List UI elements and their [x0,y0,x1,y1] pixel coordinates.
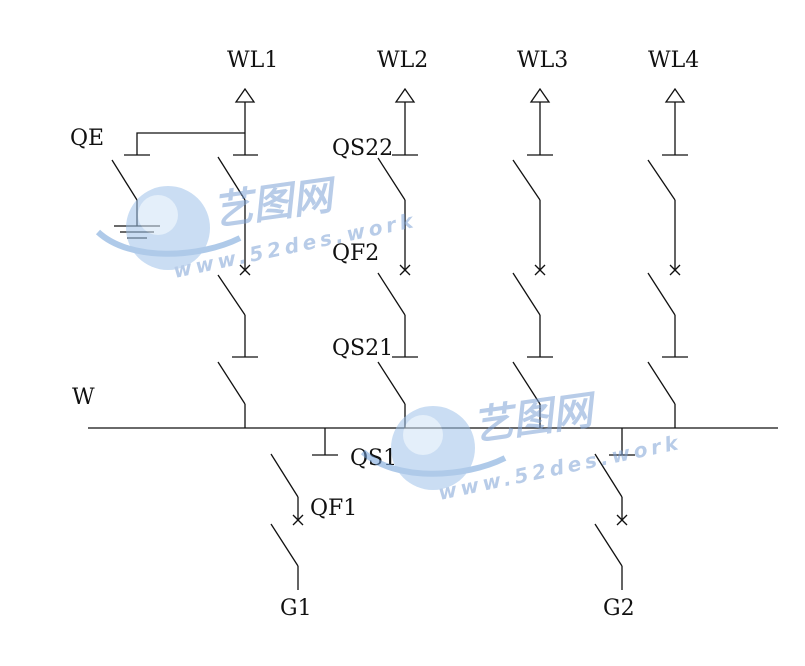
label-qf2: QF2 [332,241,379,266]
disconnector-blade-qs21 [377,361,406,405]
watermark-brand: 艺图网 [470,387,601,450]
breaker-x-g2-b [616,514,628,526]
breaker-blade-g2 [594,523,623,567]
bus-disconnector-qs1 [312,428,338,456]
watermark-2: 艺图网 www.52des.work [360,387,684,505]
generator-g1-branch [270,453,304,590]
breaker-blade-qf2 [377,272,406,316]
label-qs21: QS21 [332,336,393,361]
disconnector-blade-qs21-wl1 [217,361,246,405]
label-wl2: WL2 [377,48,428,73]
watermark-1: 艺图网 www.52des.work [95,172,419,283]
label-g1: G1 [280,596,312,621]
feeder-wl3 [512,87,553,428]
label-w: W [72,385,95,410]
label-g2: G2 [603,596,635,621]
breaker-x-qf1-b [292,514,304,526]
disconnector-blade-qs22 [377,157,406,201]
label-wl3: WL3 [517,48,568,73]
label-qf1: QF1 [310,496,357,521]
breaker-blade-qf1 [270,523,299,567]
outgoing-arrow-wl3 [529,87,551,103]
outgoing-arrow-wl4 [664,87,686,103]
disconnector-blade-qs22-wl1 [217,156,246,201]
disconnector-blade-g1 [270,453,299,498]
outgoing-arrow-wl2 [394,87,416,103]
label-wl4: WL4 [648,48,699,73]
feeder-wl2 [377,87,418,428]
label-wl1: WL1 [227,48,278,73]
outgoing-arrow-wl1 [234,87,256,103]
breaker-x-wl1-b [239,264,251,276]
label-qs22: QS22 [332,136,393,161]
disconnector-blade-g2 [594,453,623,498]
generator-g2-branch [594,428,635,590]
breaker-blade-qf2-wl1 [217,274,246,316]
breaker-x-qf2-b [399,264,411,276]
feeder-wl1 [217,87,258,428]
feeder-wl4 [647,87,688,428]
label-qe: QE [70,126,104,151]
earthing-blade-qe [111,159,138,201]
watermark-brand: 艺图网 [210,172,341,235]
